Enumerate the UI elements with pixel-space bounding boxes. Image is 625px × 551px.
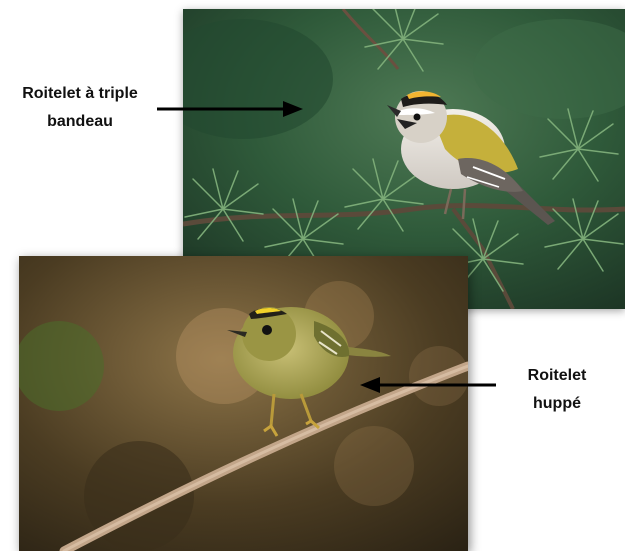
goldcrest-arrow: [360, 377, 496, 393]
firecrest-caption: Roitelet à triple bandeau: [0, 80, 160, 136]
firecrest-arrow: [157, 101, 303, 117]
goldcrest-caption-line2: huppé: [533, 395, 581, 412]
goldcrest-caption-line1: Roitelet: [527, 367, 587, 384]
goldcrest-caption: Roitelet huppé: [497, 362, 617, 418]
firecrest-caption-line2: bandeau: [47, 113, 113, 130]
goldcrest-bird: [227, 307, 391, 437]
goldcrest-photo: [19, 256, 468, 551]
firecrest-caption-line1: Roitelet à triple: [22, 85, 138, 102]
firecrest-bird: [387, 91, 555, 225]
